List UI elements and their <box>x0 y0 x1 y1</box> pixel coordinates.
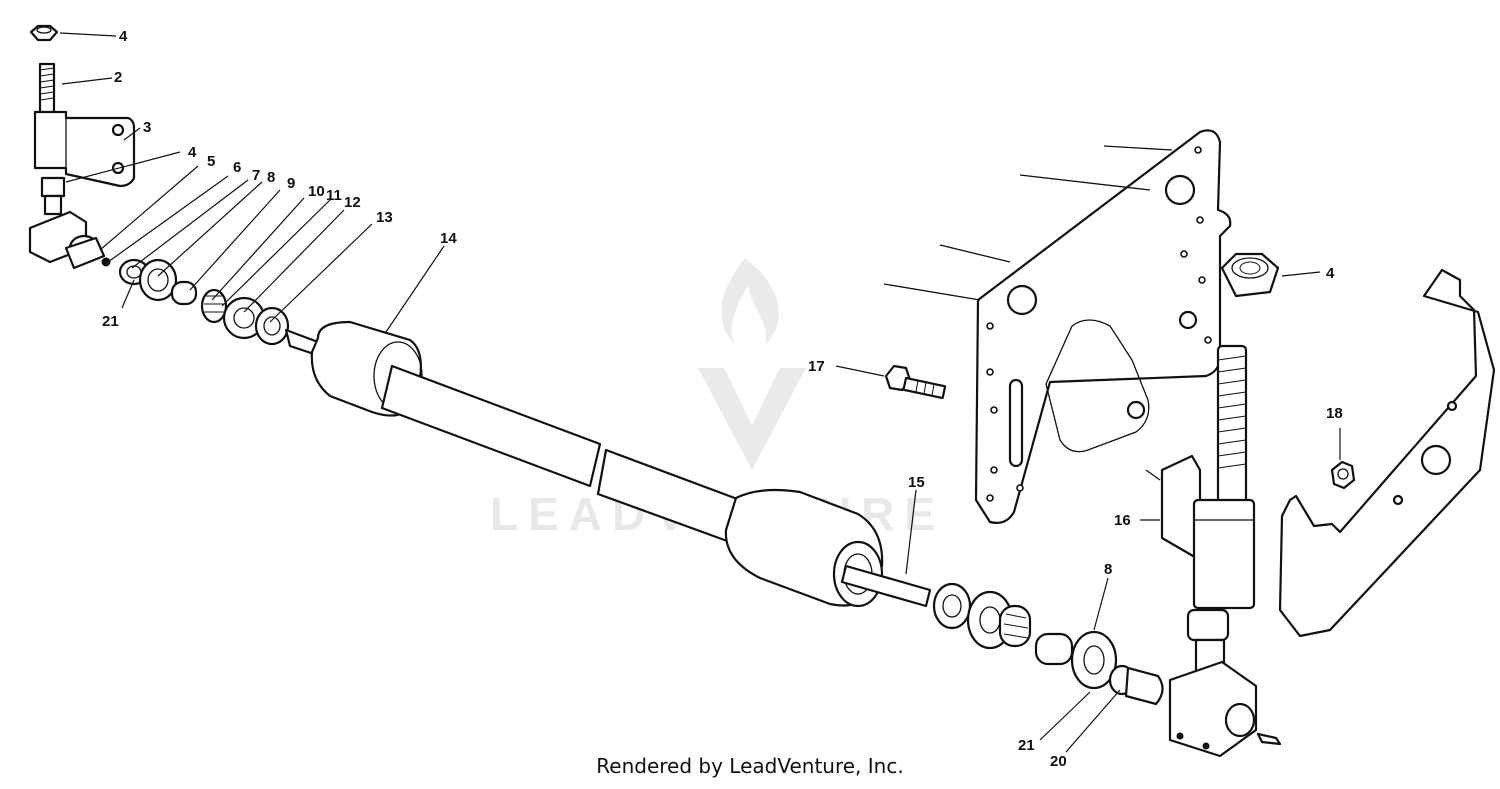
footer-credit: Rendered by LeadVenture, Inc. <box>596 754 904 778</box>
support-bracket-right <box>1278 268 1496 638</box>
callout-18: 18 <box>1326 405 1343 422</box>
bushing-left <box>64 236 106 270</box>
bolt-17 <box>884 364 947 400</box>
callout-4-left: 4 <box>188 144 197 161</box>
callout-4-top: 4 <box>119 28 128 45</box>
support-bracket-outline <box>1278 268 1496 638</box>
callout-2: 2 <box>114 69 122 86</box>
callout-labels: 4 2 3 4 5 6 7 8 9 10 11 12 13 14 21 4 17… <box>102 28 1343 770</box>
adjuster-bracket-left <box>33 110 136 188</box>
callout-14: 14 <box>440 230 457 247</box>
callout-16: 16 <box>1114 512 1131 529</box>
callout-8-left: 8 <box>267 169 275 186</box>
callout-7: 7 <box>252 167 260 184</box>
left-adjuster-assembly <box>28 24 136 270</box>
callout-3: 3 <box>143 119 151 136</box>
leader-lines <box>59 32 1341 753</box>
threaded-rod-left <box>38 62 56 118</box>
callout-11: 11 <box>326 187 342 204</box>
callout-5: 5 <box>207 153 215 170</box>
callout-15: 15 <box>908 474 925 491</box>
callout-4-right: 4 <box>1326 265 1335 282</box>
callout-21-right: 21 <box>1018 737 1035 754</box>
right-bearing-stack <box>840 564 1164 706</box>
roller-tube <box>284 320 884 608</box>
callout-13: 13 <box>376 209 393 226</box>
callout-6: 6 <box>233 159 241 176</box>
callout-9: 9 <box>287 175 295 192</box>
callout-17: 17 <box>808 358 825 375</box>
side-plate <box>883 129 1232 524</box>
callout-8-right: 8 <box>1104 561 1112 578</box>
callout-20: 20 <box>1050 753 1067 770</box>
jam-nut-left <box>40 176 66 198</box>
hex-nut-right <box>1220 252 1280 298</box>
callout-12: 12 <box>344 194 361 211</box>
roller-tube-left-section <box>380 364 602 488</box>
right-adjuster-assembly <box>1160 344 1282 758</box>
left-bearing-stack <box>118 258 290 346</box>
callout-21-left: 21 <box>102 313 119 330</box>
shaft-right <box>840 564 932 608</box>
hex-nut-18 <box>1330 460 1356 490</box>
callout-10: 10 <box>308 183 325 200</box>
adjuster-housing-right <box>1192 498 1256 610</box>
